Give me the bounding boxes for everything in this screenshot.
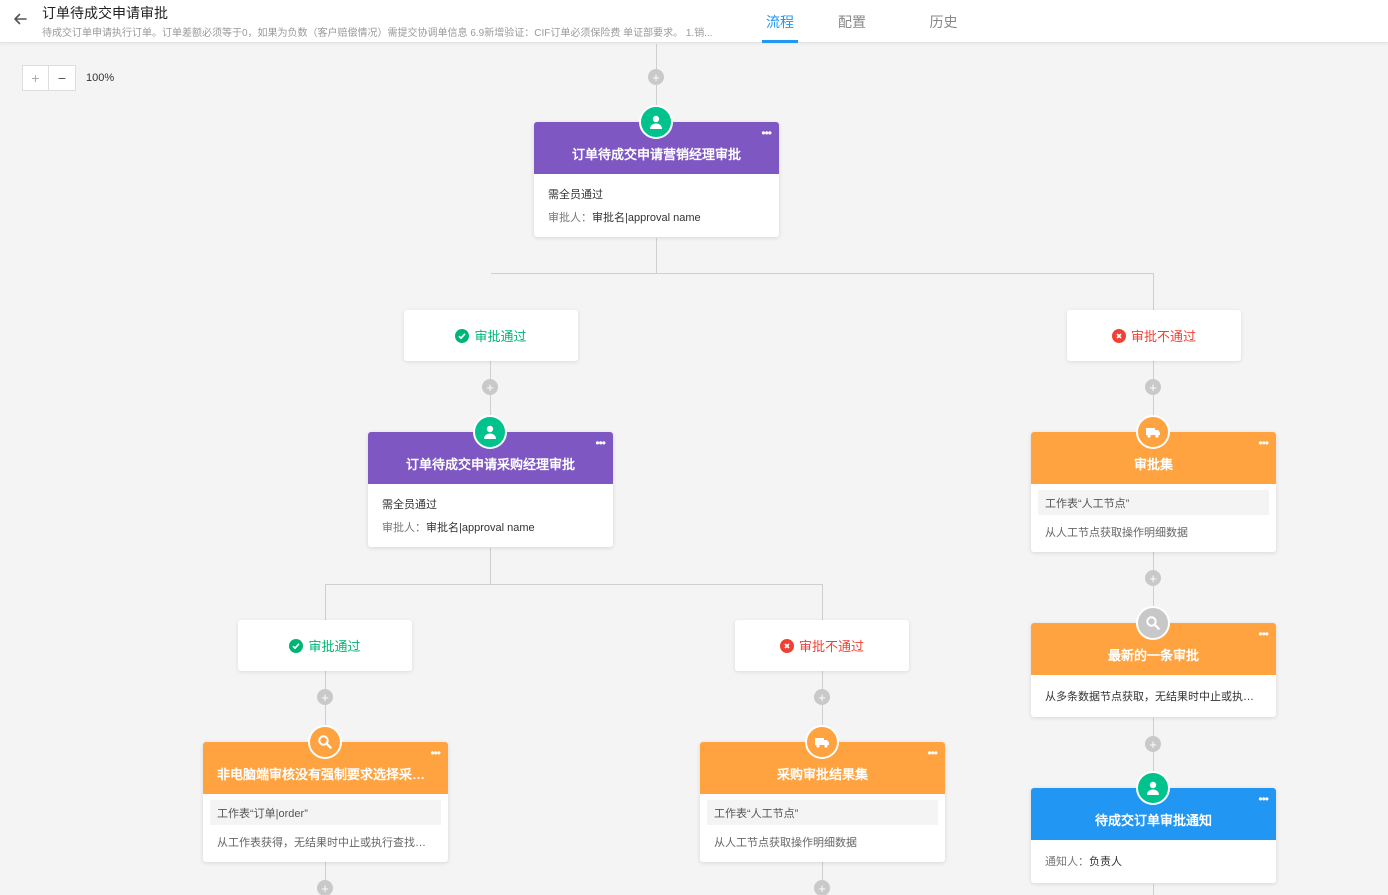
add-node-button[interactable]: + <box>1145 570 1161 586</box>
condition-label: 审批不通过 <box>1130 329 1196 344</box>
node-description: 从多条数据节点获取，无结果时中止或执行查找... <box>1045 691 1276 703</box>
more-options-button[interactable]: ••• <box>1258 792 1269 806</box>
truck-icon <box>1136 415 1170 449</box>
condition-label: 审批通过 <box>308 639 361 654</box>
node-title: 审批集 <box>1133 456 1173 472</box>
source-worksheet: 工作表“人工节点” <box>1038 490 1269 515</box>
connector-line <box>325 862 326 895</box>
connector-line <box>1153 552 1154 626</box>
page-title: 订单待成交申请审批 <box>42 5 168 21</box>
close-circle-icon <box>779 638 794 653</box>
tab-history[interactable]: 历史 <box>929 14 958 30</box>
more-options-button[interactable]: ••• <box>1258 627 1269 641</box>
node-description: 从人工节点获取操作明细数据 <box>1045 527 1188 539</box>
connector-line <box>822 584 823 621</box>
condition-approved[interactable]: 审批通过 <box>238 620 412 671</box>
connector-line <box>1153 884 1154 895</box>
source-worksheet: 工作表“人工节点” <box>707 800 938 825</box>
lookup-node-non-pc-review[interactable]: ••• 非电脑端审核没有强制要求选择采购员的 工作表“订单|order” 从工作… <box>203 742 448 862</box>
connector-line <box>325 584 326 621</box>
connector-line <box>1153 273 1154 311</box>
add-node-button[interactable]: + <box>1145 379 1161 395</box>
approval-node-marketing-manager[interactable]: ••• 订单待成交申请营销经理审批 需全员通过 审批人：审批名|approval… <box>534 122 779 237</box>
approver-value: 审批名|approval name <box>426 522 535 534</box>
tab-flow[interactable]: 流程 <box>762 0 798 43</box>
add-node-button[interactable]: + <box>814 880 830 895</box>
condition-approved[interactable]: 审批通过 <box>404 310 578 361</box>
check-circle-icon <box>455 328 470 343</box>
connector-line <box>490 360 491 434</box>
node-title: 订单待成交申请采购经理审批 <box>405 456 575 472</box>
tab-config[interactable]: 配置 <box>838 14 866 30</box>
add-node-button[interactable]: + <box>1145 736 1161 752</box>
condition-rejected[interactable]: 审批不通过 <box>1067 310 1241 361</box>
approval-mode: 需全员通过 <box>548 189 603 201</box>
approver-icon <box>639 105 673 139</box>
connector-line <box>822 670 823 744</box>
approver-icon <box>473 415 507 449</box>
zoom-out-button[interactable]: − <box>49 65 76 91</box>
connector-line <box>490 548 491 584</box>
condition-label: 审批不通过 <box>798 639 864 654</box>
more-options-button[interactable]: ••• <box>595 436 606 450</box>
search-icon <box>308 725 342 759</box>
tab-bar: 流程 配置 历史 <box>762 0 979 43</box>
approver-value: 审批名|approval name <box>592 212 701 224</box>
connector-line <box>491 273 1154 274</box>
zoom-controls: + − 100% <box>22 65 114 91</box>
header-bar: 订单待成交申请审批 待成交订单申请执行订单。订单差额必须等于0，如果为负数（客户… <box>0 0 1388 43</box>
truck-icon <box>805 725 839 759</box>
approval-mode: 需全员通过 <box>382 499 437 511</box>
node-title: 订单待成交申请营销经理审批 <box>571 146 741 162</box>
user-icon <box>1136 771 1170 805</box>
connector-line <box>1153 360 1154 434</box>
data-collection-node-purchase-result[interactable]: ••• 采购审批结果集 工作表“人工节点” 从人工节点获取操作明细数据 <box>700 742 945 862</box>
add-node-button[interactable]: + <box>317 880 333 895</box>
back-button[interactable] <box>10 9 30 29</box>
node-description: 从人工节点获取操作明细数据 <box>714 837 857 849</box>
data-collection-node-approval-set[interactable]: ••• 审批集 工作表“人工节点” 从人工节点获取操作明细数据 <box>1031 432 1276 552</box>
notify-label: 通知人： <box>1045 856 1089 868</box>
node-title: 采购审批结果集 <box>776 766 868 782</box>
add-node-button[interactable]: + <box>814 689 830 705</box>
zoom-level: 100% <box>86 72 115 84</box>
condition-label: 审批通过 <box>474 329 527 344</box>
node-title: 最新的一条审批 <box>1107 647 1199 663</box>
add-node-button[interactable]: + <box>482 379 498 395</box>
connector-line <box>1153 718 1154 790</box>
condition-rejected[interactable]: 审批不通过 <box>735 620 909 671</box>
connector-line <box>325 584 823 585</box>
node-title: 待成交订单审批通知 <box>1094 812 1212 828</box>
zoom-in-button[interactable]: + <box>22 65 49 91</box>
add-node-button[interactable]: + <box>648 69 664 85</box>
node-title: 非电脑端审核没有强制要求选择采购员的 <box>217 766 434 782</box>
source-worksheet: 工作表“订单|order” <box>210 800 441 825</box>
search-icon <box>1136 606 1170 640</box>
check-circle-icon <box>289 638 304 653</box>
connector-line <box>325 670 326 744</box>
node-description: 从工作表获得，无结果时中止或执行查找下一条记录 <box>217 837 448 849</box>
connector-line <box>822 862 823 895</box>
more-options-button[interactable]: ••• <box>761 126 772 140</box>
connector-line <box>656 238 657 274</box>
approver-label: 审批人： <box>548 212 592 224</box>
arrow-left-icon <box>14 13 27 25</box>
more-options-button[interactable]: ••• <box>430 746 441 760</box>
approval-node-purchasing-manager[interactable]: ••• 订单待成交申请采购经理审批 需全员通过 审批人：审批名|approval… <box>368 432 613 547</box>
more-options-button[interactable]: ••• <box>1258 436 1269 450</box>
close-circle-icon <box>1111 328 1126 343</box>
page-description: 待成交订单申请执行订单。订单差额必须等于0，如果为负数（客户赔偿情况）需提交协调… <box>42 28 713 39</box>
more-options-button[interactable]: ••• <box>927 746 938 760</box>
notify-value: 负责人 <box>1089 856 1122 868</box>
approver-label: 审批人： <box>382 522 426 534</box>
add-node-button[interactable]: + <box>317 689 333 705</box>
